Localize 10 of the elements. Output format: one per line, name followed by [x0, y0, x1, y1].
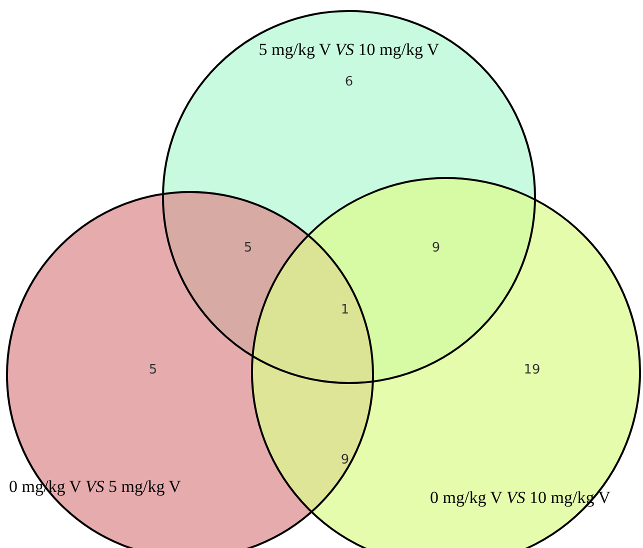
- region-count: 9: [340, 452, 350, 468]
- region-count: 19: [524, 362, 540, 378]
- region-count: 9: [432, 240, 440, 256]
- region-count: 1: [340, 302, 350, 318]
- region-count: 6: [344, 74, 354, 90]
- region-count: 5: [148, 362, 158, 378]
- region-count: 5: [244, 240, 252, 256]
- set-label: 5 mg/kg V VS 10 mg/kg V: [258, 40, 440, 60]
- set-label: 0 mg/kg V VS 10 mg/kg V: [430, 488, 610, 508]
- set-circle: [251, 177, 641, 548]
